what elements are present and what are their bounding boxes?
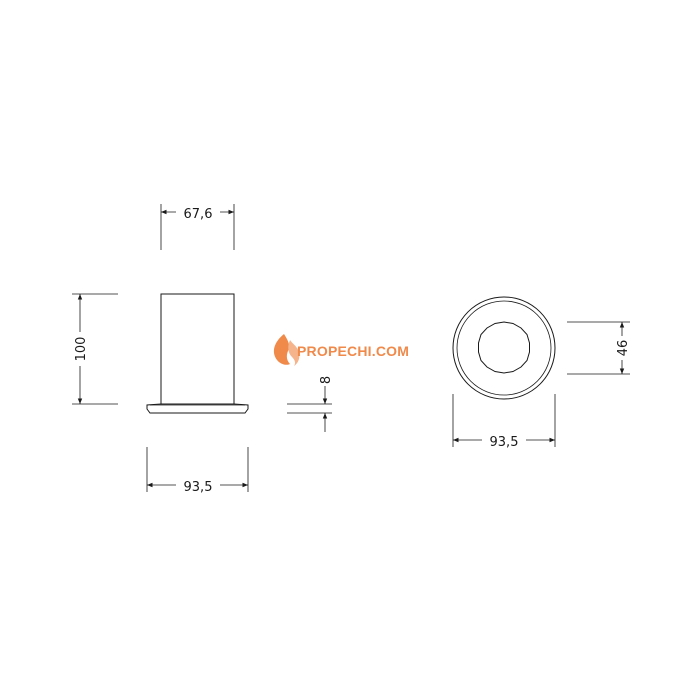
dim-top-width: 67,6	[160, 204, 235, 250]
dim-base-width: 93,5	[146, 447, 249, 495]
dim-top-width-label: 67,6	[184, 207, 213, 222]
dim-outer-diameter: 93,5	[452, 394, 556, 450]
top-view	[452, 296, 556, 400]
dim-base-width-label: 93,5	[184, 480, 213, 495]
side-flange	[146, 403, 249, 414]
dim-flange-thickness-label: 8	[319, 376, 334, 384]
logo-text-pechi: PECHI	[328, 343, 372, 359]
dim-flange-thickness: 8	[287, 376, 334, 432]
dim-outer-diameter-label: 93,5	[490, 435, 519, 450]
dim-inner-diameter-label: 46	[616, 340, 631, 357]
logo-text-pro: PRO	[297, 343, 328, 359]
dim-height-label: 100	[74, 337, 89, 362]
flame-icon	[273, 334, 300, 366]
dim-height: 100	[72, 293, 118, 405]
side-body	[160, 293, 235, 405]
logo-text-com: .COM	[372, 343, 409, 359]
propechi-logo: PROPECHI.COM	[273, 334, 409, 366]
dim-inner-diameter: 46	[567, 321, 631, 375]
outer-rim	[456, 300, 552, 396]
outer-circle	[452, 296, 556, 400]
side-view	[146, 293, 249, 414]
inner-polygon	[478, 321, 530, 374]
svg-text:PROPECHI.COM: PROPECHI.COM	[297, 343, 409, 359]
